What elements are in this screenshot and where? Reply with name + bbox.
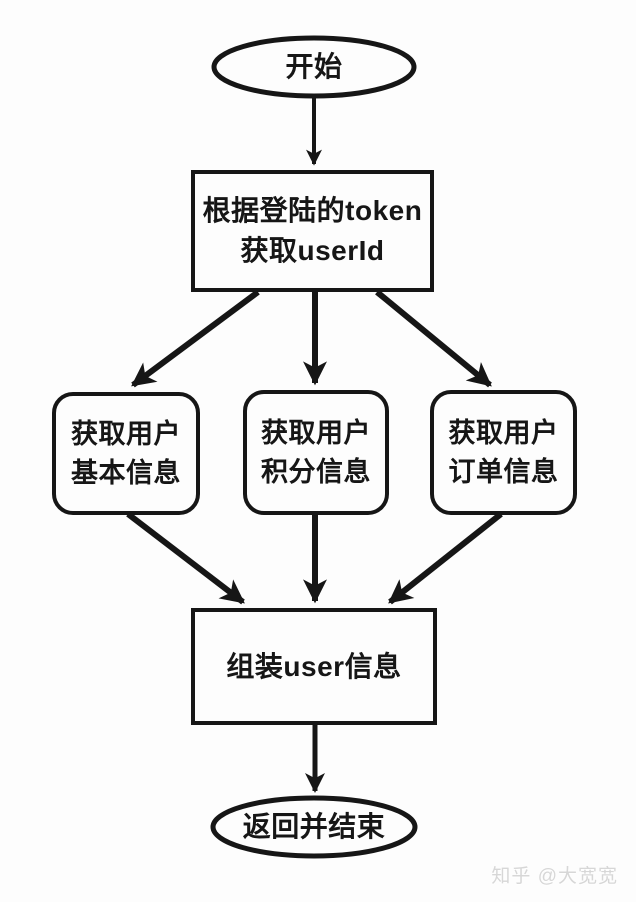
assemble-node-label: 组装user信息 [226, 650, 402, 682]
end-node-label: 返回并结束 [242, 811, 386, 843]
end-terminator-shape [210, 795, 418, 859]
start-node-label: 开始 [285, 51, 343, 83]
get-userid-node-label: 根据登陆的token 获取userId [202, 195, 423, 266]
zhihu-watermark: 知乎 @大宽宽 [491, 866, 618, 887]
start-terminator-shape [211, 35, 417, 99]
points-info-rounded-shape [243, 390, 389, 515]
arrow-basicinfo-to-assemble [126, 511, 245, 605]
basic-info-node-label: 获取用户 基本信息 [71, 419, 181, 488]
assemble-process-shape [191, 608, 437, 725]
arrow-orderinfo-to-assemble [388, 511, 503, 605]
arrow-getuserid-to-basicinfo [131, 289, 260, 388]
arrow-getuserid-to-orderinfo [375, 289, 492, 388]
points-info-node-label: 获取用户 积分信息 [261, 418, 371, 487]
order-info-rounded-shape [430, 390, 577, 515]
get-userid-process-shape [191, 170, 434, 292]
basic-info-rounded-shape [52, 392, 200, 515]
order-info-node-label: 获取用户 订单信息 [448, 418, 559, 487]
